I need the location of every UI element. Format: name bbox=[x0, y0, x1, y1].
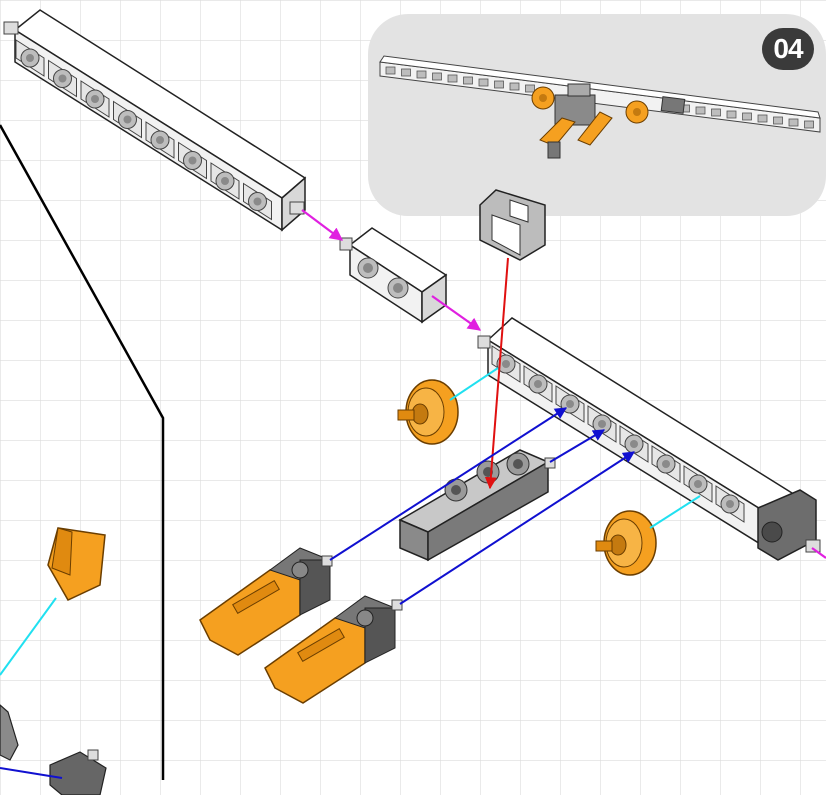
arrow-cyan-1 bbox=[449, 367, 499, 401]
preview-rail-hole bbox=[432, 72, 442, 81]
beam-hole-center bbox=[26, 54, 34, 62]
preview-rail-hole bbox=[711, 108, 721, 117]
beam-hole-center bbox=[221, 177, 229, 185]
arrow-blue-1 bbox=[329, 407, 568, 561]
pulley-wheel-right bbox=[595, 510, 657, 576]
gray-block-bottom-left bbox=[0, 704, 107, 795]
preview-rail-hole bbox=[494, 80, 504, 89]
preview-rail-hole bbox=[726, 110, 737, 119]
divider-line bbox=[0, 124, 165, 780]
step-number-badge: 04 bbox=[762, 28, 814, 70]
beam-hole-center bbox=[58, 74, 67, 83]
preview-rail-hole bbox=[695, 106, 706, 115]
beam-hole-center bbox=[598, 420, 606, 428]
preview-rail-hole bbox=[416, 70, 427, 79]
preview-rail-hole bbox=[385, 66, 396, 75]
orange-clip-lower bbox=[264, 595, 403, 704]
orange-corner-bracket bbox=[47, 527, 106, 601]
beam-hole-center bbox=[91, 95, 99, 103]
orange-clip-upper bbox=[199, 547, 333, 656]
beam-hole-center bbox=[502, 360, 510, 368]
arrow-red bbox=[484, 257, 509, 490]
beam-hole-center bbox=[534, 380, 542, 388]
preview-rail-hole bbox=[773, 116, 783, 125]
arrow-blue-3 bbox=[399, 451, 636, 605]
long-beam-right bbox=[477, 317, 821, 561]
preview-rail-hole bbox=[478, 78, 489, 87]
preview-rail-hole bbox=[742, 112, 752, 121]
preview-rail-hole bbox=[757, 114, 768, 123]
arrow-blue-4 bbox=[0, 767, 63, 779]
beam-hole-center bbox=[156, 136, 164, 144]
beam-holes bbox=[491, 345, 745, 523]
preview-rail-hole bbox=[447, 74, 458, 83]
arrow-blue-2 bbox=[549, 429, 606, 463]
beam-hole-center bbox=[188, 156, 197, 165]
preview-rail-hole bbox=[804, 120, 814, 129]
arrow-magenta-1 bbox=[301, 209, 344, 241]
beam-holes bbox=[15, 39, 272, 221]
u-bracket-gray bbox=[479, 189, 546, 261]
connector-arrows bbox=[0, 209, 826, 779]
beam-hole-center bbox=[253, 197, 262, 206]
beam-hole-center bbox=[694, 480, 702, 488]
beam-hole-center bbox=[566, 400, 574, 408]
beam-hole-center bbox=[726, 500, 734, 508]
arrow-magenta-2 bbox=[431, 295, 482, 331]
preview-rail-hole bbox=[788, 118, 799, 127]
beam-hole-center bbox=[123, 115, 132, 124]
preview-rail-hole bbox=[509, 82, 520, 91]
arrow-cyan-2 bbox=[649, 495, 701, 529]
short-beam-connector bbox=[339, 227, 448, 324]
beam-hole-center bbox=[662, 460, 670, 468]
long-beam-top bbox=[3, 9, 307, 232]
arrow-cyan-3 bbox=[0, 597, 57, 676]
preview-rail-hole bbox=[525, 84, 535, 93]
preview-rail-hole bbox=[401, 68, 411, 77]
inset-preview-panel bbox=[368, 14, 826, 216]
pulley-wheel-left bbox=[397, 379, 459, 445]
axle-block-gray bbox=[398, 449, 556, 562]
beam-hole-center bbox=[630, 440, 638, 448]
arrow-magenta-3 bbox=[811, 547, 826, 559]
preview-mechanism bbox=[531, 83, 686, 159]
preview-rail-hole bbox=[463, 76, 473, 85]
preview-rail-holes bbox=[385, 66, 814, 129]
